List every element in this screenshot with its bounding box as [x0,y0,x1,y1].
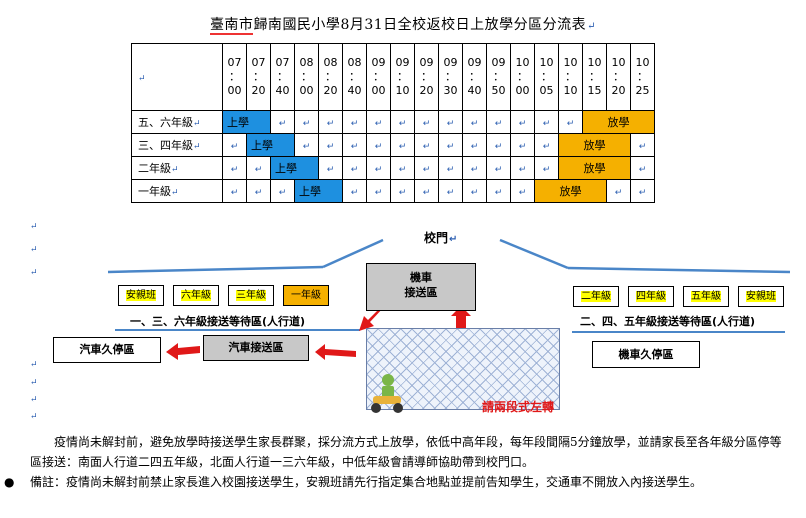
time-slot-header: 09 ： 50 [486,43,511,111]
para-mark: ↵ [30,360,38,370]
grade-label: 一年級↵ [131,179,223,203]
class-label: 一年級 [291,290,321,301]
para-mark: ↵ [30,222,38,232]
empty-cell: ↵ [342,179,367,203]
arrival-cell: 上學 [270,156,319,180]
moto-parking-right: 機車久停區 [592,341,700,368]
bullet-icon: ● [4,475,15,489]
empty-cell: ↵ [510,179,535,203]
empty-cell: ↵ [630,179,655,203]
left-wait-area-label: 一、三、六年級接送等待區(人行道) [130,315,306,328]
empty-cell: ↵ [558,110,583,134]
class-label: 五年級 [691,291,721,302]
empty-cell: ↵ [342,133,367,157]
empty-cell: ↵ [366,156,391,180]
time-slot-header: 10 ： 20 [606,43,631,111]
remark-paragraph: 備註：疫情尚未解封前禁止家長進入校園接送學生，安親班請先行指定集合地點並提前告知… [30,475,703,489]
table-row: 一年級↵↵↵↵上學↵↵↵↵↵↵↵↵放學↵↵ [131,179,655,203]
time-slot-header: 10 ： 05 [534,43,559,111]
time-slot-header: 08 ： 00 [294,43,319,111]
left-class-box: 三年級 [228,285,274,306]
right-class-box: 安親班 [738,286,784,307]
note-paragraph: 疫情尚未解封前，避免放學時接送學生家長群聚，採分流方式上放學，依低中高年段，每年… [30,435,782,469]
school-ground-area [366,328,560,410]
table-row: 五、六年級↵上學↵↵↵↵↵↵↵↵↵↵↵↵↵放學 [131,110,655,134]
para-mark: ↵ [30,378,38,388]
empty-cell: ↵ [222,179,247,203]
car-pickup-zone: 汽車接送區 [203,335,309,361]
grade-label: 二年級↵ [131,156,223,180]
empty-cell: ↵ [462,179,487,203]
empty-cell: ↵ [630,133,655,157]
empty-cell: ↵ [390,110,415,134]
empty-cell: ↵ [438,133,463,157]
empty-cell: ↵ [534,156,559,180]
empty-cell: ↵ [438,179,463,203]
gate-label: 校門↵ [424,231,458,245]
class-label: 六年級 [181,290,211,301]
car-parking-left: 汽車久停區 [53,337,161,363]
para-mark: ↵ [30,395,38,405]
empty-cell: ↵ [390,179,415,203]
two-stage-turn-label: 請兩段式左轉 [482,400,555,414]
empty-cell: ↵ [366,133,391,157]
para-mark: ↵ [30,245,38,255]
empty-cell: ↵ [486,179,511,203]
time-slot-header: 08 ： 20 [318,43,343,111]
class-label: 安親班 [126,290,156,301]
page-title: 臺南市歸南國民小學8月31日全校返校日上放學分區分流表↵ [209,17,597,35]
time-slot-header: 09 ： 20 [414,43,439,111]
empty-cell: ↵ [222,133,247,157]
left-class-box: 一年級 [283,285,329,306]
empty-cell: ↵ [390,133,415,157]
dismissal-cell: 放學 [534,179,607,203]
left-class-box: 安親班 [118,285,164,306]
class-label: 四年級 [636,291,666,302]
right-wait-area-label: 二、四、五年級接送等待區(人行道) [580,315,756,328]
para-mark: ↵ [30,412,38,422]
empty-cell: ↵ [366,179,391,203]
scooter-rider-icon [371,374,403,413]
para-mark: ↵ [30,268,38,278]
right-class-box: 二年級 [573,286,619,307]
left-class-box: 六年級 [173,285,219,306]
empty-cell: ↵ [606,179,631,203]
empty-cell: ↵ [438,110,463,134]
time-slot-header: 10 ： 10 [558,43,583,111]
time-slot-header: 07 ： 40 [270,43,295,111]
empty-cell: ↵ [246,179,271,203]
class-label: 三年級 [236,290,266,301]
table-corner: ↵ [131,43,223,111]
right-class-box: 四年級 [628,286,674,307]
class-label: 安親班 [746,291,776,302]
empty-cell: ↵ [318,156,343,180]
table-row: 二年級↵↵↵上學↵↵↵↵↵↵↵↵↵↵放學↵ [131,156,655,180]
moto-pickup-zone: 機車 接送區 [366,263,476,311]
grade-label: 三、四年級↵ [131,133,223,157]
class-label: 二年級 [581,291,611,302]
empty-cell: ↵ [366,110,391,134]
empty-cell: ↵ [462,110,487,134]
empty-cell: ↵ [270,179,295,203]
dismissal-cell: 放學 [582,110,655,134]
right-class-box: 五年級 [683,286,729,307]
empty-cell: ↵ [414,179,439,203]
